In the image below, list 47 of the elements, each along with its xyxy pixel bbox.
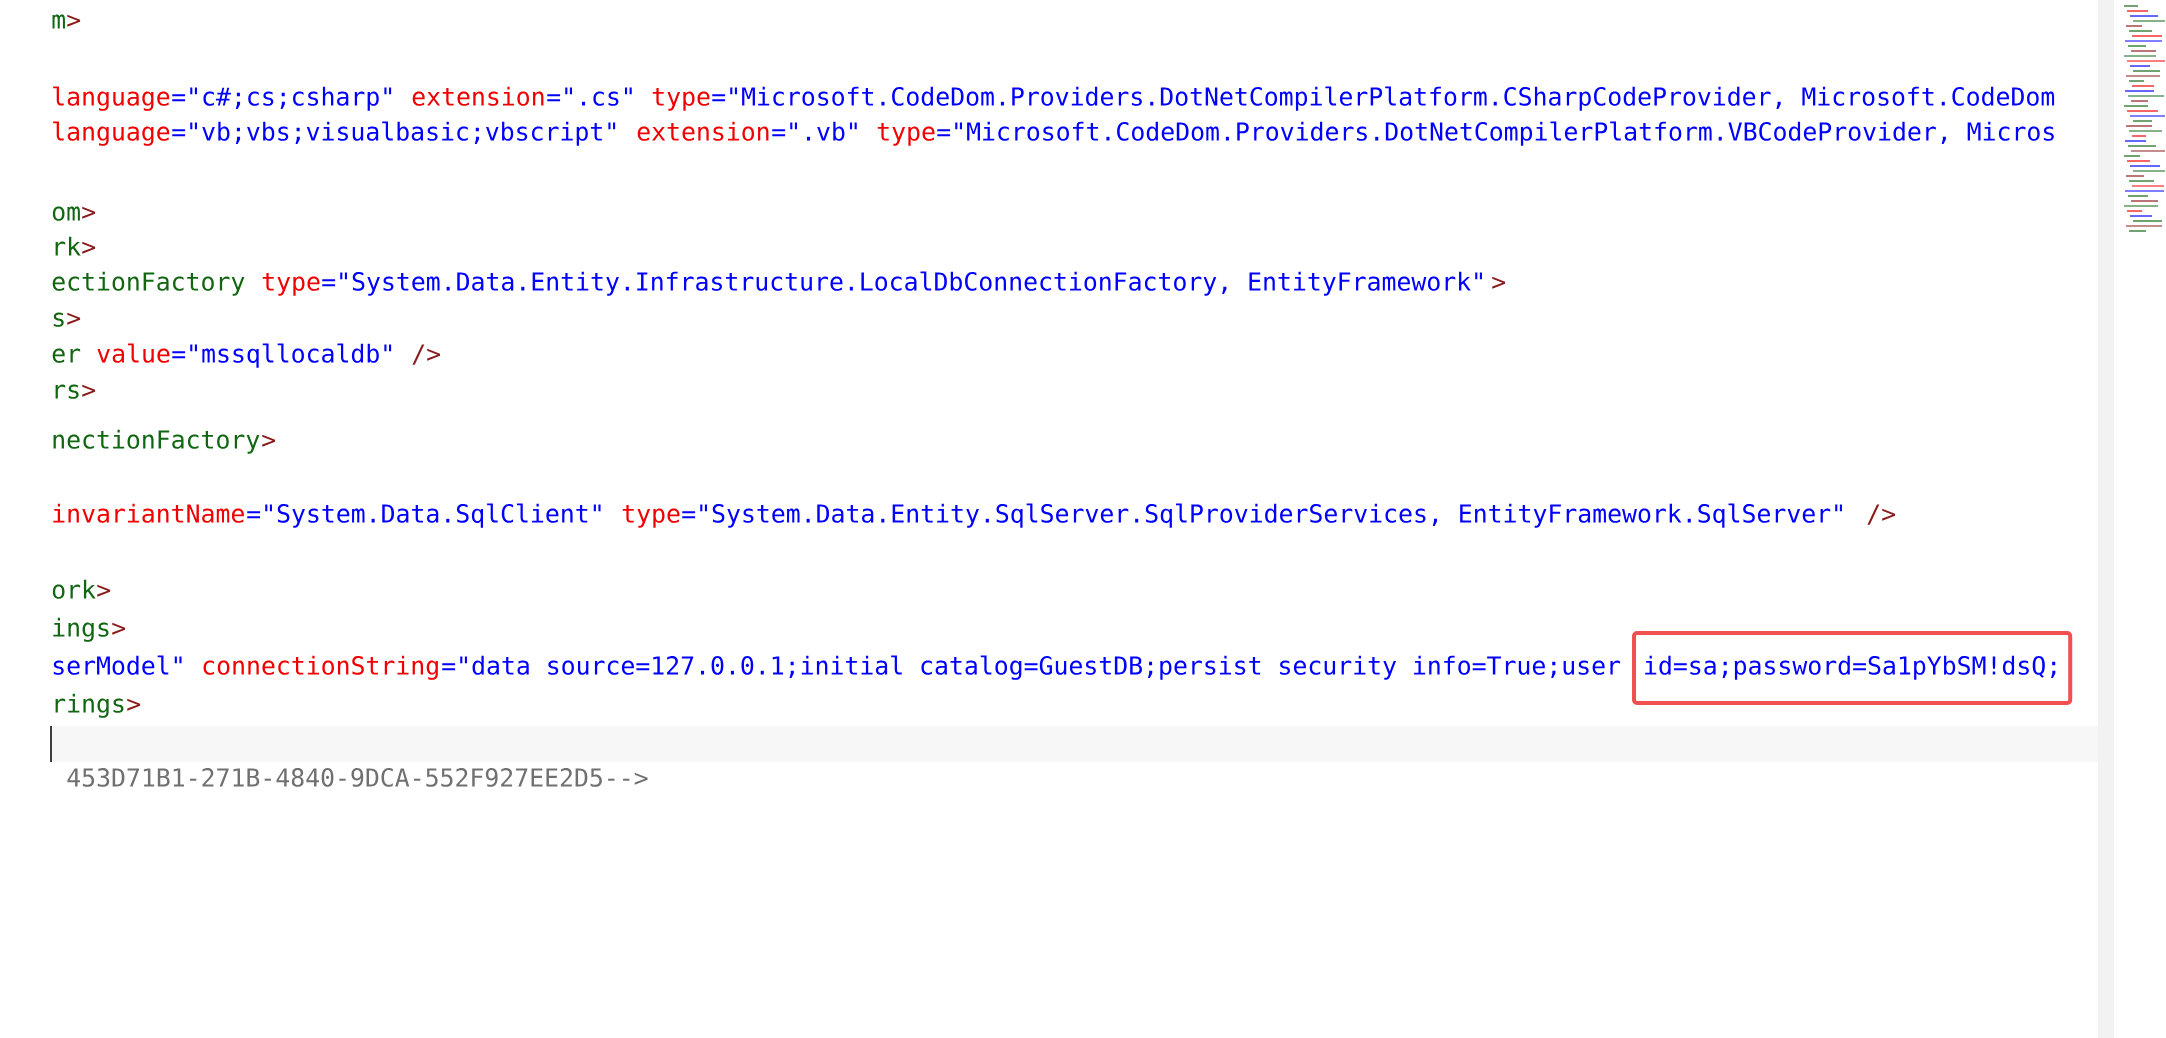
attribute-value: ="System.Data.Entity.Infrastructure.LocalDbConnectionFactory, EntityFramework" [322, 271, 1482, 296]
tag-bracket: > [1492, 276, 1506, 289]
tag-bracket: > [127, 698, 141, 711]
attribute-value: ="mssqllocaldb" [172, 343, 392, 368]
attribute-name: extension [412, 86, 544, 106]
attribute-value: ="System.Data.SqlClient" [247, 503, 601, 528]
highlight-box: id=sa;password=Sa1pYbSM!dsQ; [1632, 631, 2073, 705]
attribute-name: type [622, 505, 680, 528]
attribute-name: connectionString [203, 655, 438, 680]
tag-name: rk [55, 236, 81, 256]
attribute-value: ="System.Data.Entity.SqlServer.SqlProviderServices, EntityFramework.SqlServer" [682, 503, 1842, 528]
tag-bracket: > [262, 434, 276, 447]
tag-name: m [52, 14, 65, 29]
tag-bracket: > [82, 206, 96, 219]
attribute-value: ="c#;cs;csharp" [172, 86, 392, 111]
tag-name: rings [55, 693, 124, 718]
tag-name: rs [55, 384, 79, 399]
tag-name: s [53, 312, 64, 327]
attribute-name: language [53, 121, 170, 146]
tag-bracket: > [97, 584, 111, 597]
attribute-name: language [53, 86, 170, 111]
tag-name: om [52, 206, 80, 221]
comment-text: 453D71B1-271B-4840-9DCA-552F927EE2D5--> [67, 768, 648, 787]
attribute-name: extension [637, 121, 769, 141]
tag-bracket: > [67, 14, 81, 27]
tag-name: ings [53, 617, 109, 642]
tag-bracket: > [67, 312, 81, 325]
tag-name: er [52, 348, 81, 363]
tag-bracket: /> [1867, 504, 1896, 525]
attribute-value: serModel" [53, 655, 182, 675]
attribute-value: ="vb;vbs;visualbasic;vbscript" [172, 121, 616, 146]
attribute-value: ="Microsoft.CodeDom.Providers.DotNetCompilerPlatform.VBCodeProvider, Micros [937, 121, 2054, 146]
attribute-value: =".vb" [772, 121, 857, 141]
attribute-name: type [262, 273, 320, 296]
tag-name: ork [52, 579, 96, 599]
attribute-name: type [652, 88, 710, 111]
tag-bracket: > [82, 241, 96, 254]
attribute-name: value [97, 343, 170, 363]
tag-name: nectionFactory [53, 429, 260, 454]
attribute-name: type [877, 123, 935, 146]
attribute-value: =".cs" [547, 87, 632, 106]
tag-name: ectionFactory [52, 271, 245, 296]
tag-bracket: /> [412, 344, 440, 365]
attribute-name: invariantName [53, 503, 244, 523]
tag-bracket: > [112, 622, 126, 635]
tag-bracket: > [82, 384, 96, 397]
attribute-value: ="Microsoft.CodeDom.Providers.DotNetCompilerPlatform.CSharpCodeProvider, Microsoft.CodeDom [712, 86, 2055, 111]
